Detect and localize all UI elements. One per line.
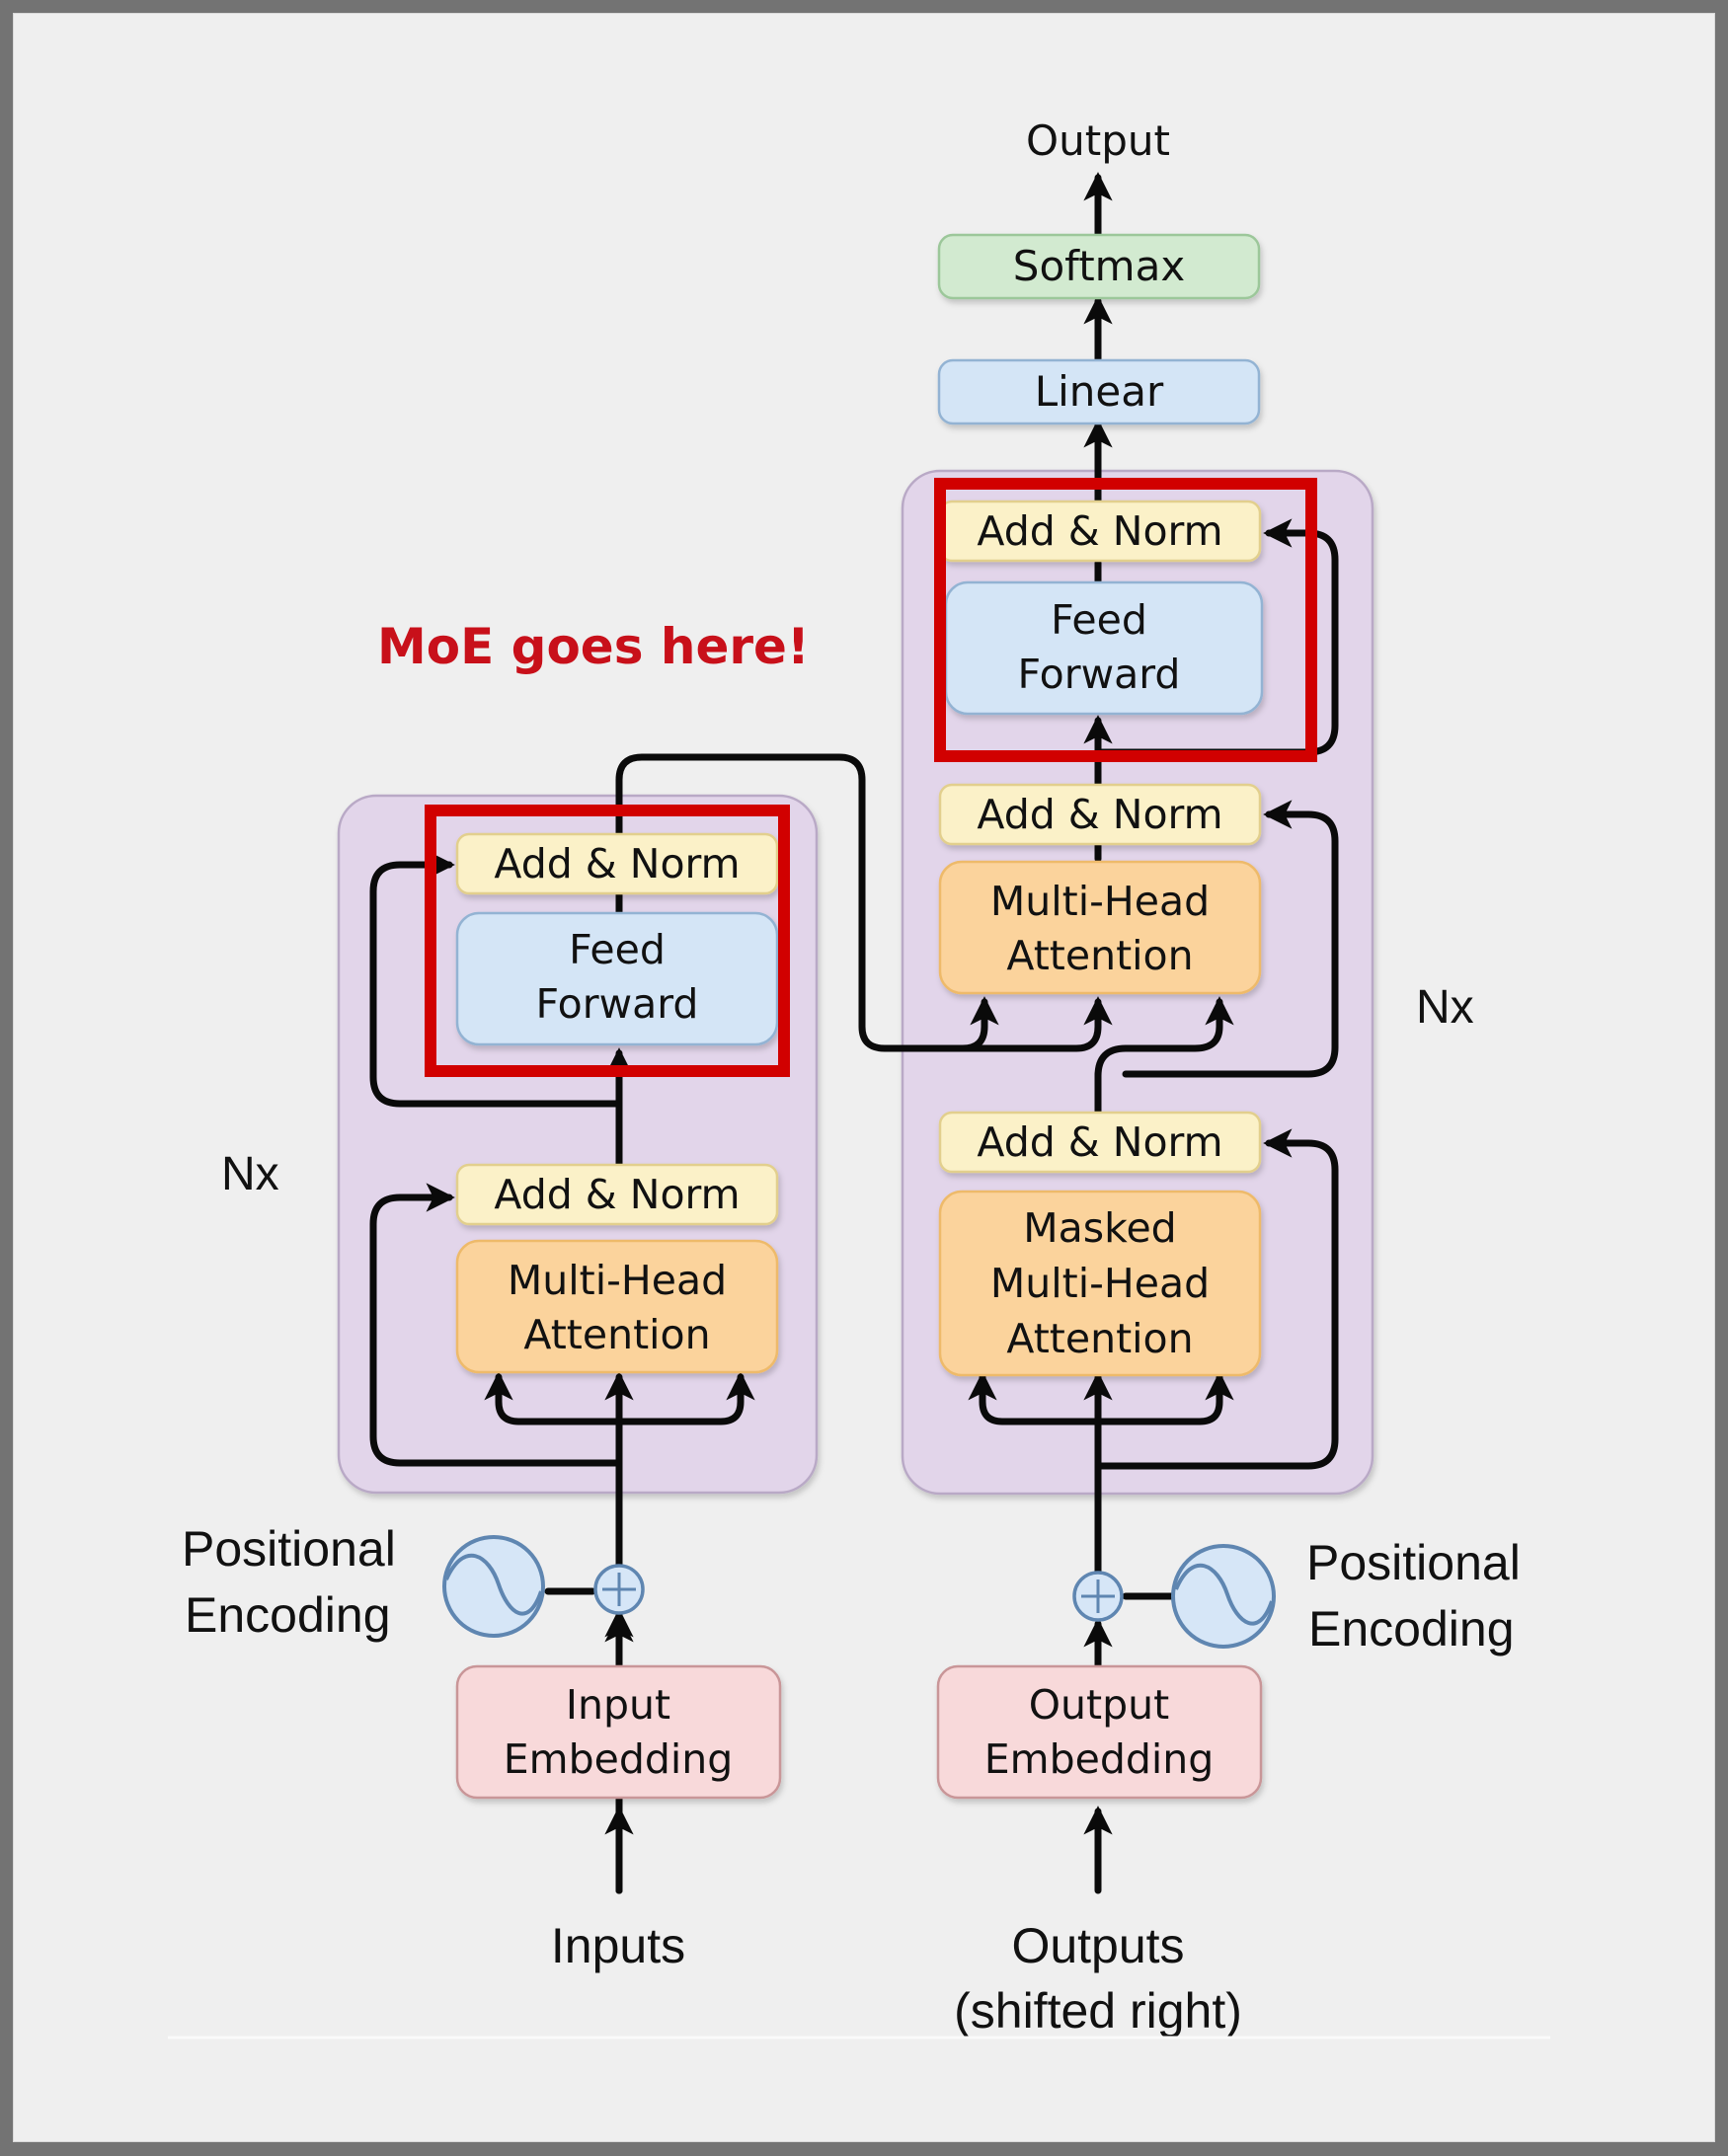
encoder-residual-2 xyxy=(369,850,623,1108)
encoder-moe-highlight-box xyxy=(425,805,790,1077)
svg-text:Embedding: Embedding xyxy=(984,1735,1215,1783)
svg-text:Output: Output xyxy=(1029,1681,1169,1729)
svg-text:Multi-Head: Multi-Head xyxy=(508,1257,727,1304)
svg-text:Add & Norm: Add & Norm xyxy=(977,507,1222,555)
decoder-masked-branch-left xyxy=(968,1371,1102,1425)
svg-text:Attention: Attention xyxy=(1006,1315,1193,1362)
svg-text:Embedding: Embedding xyxy=(504,1735,734,1783)
outputs-label-line1: Outputs xyxy=(1011,1918,1184,1973)
svg-text:Add & Norm: Add & Norm xyxy=(977,1118,1222,1166)
encoder-to-decoder-wire-2 xyxy=(959,996,1113,1052)
decoder-add-icon xyxy=(1072,1571,1124,1622)
encoder-multi-head-attention: Multi-Head Attention xyxy=(455,1239,779,1374)
decoder-add-norm-bottom: Add & Norm xyxy=(938,1111,1262,1174)
decoder-residual-1 xyxy=(1094,1128,1339,1470)
moe-annotation: MoE goes here! xyxy=(377,618,810,675)
svg-text:Attention: Attention xyxy=(1006,932,1193,979)
input-embedding-block: Input Embedding xyxy=(455,1664,782,1800)
decoder-repeat-label: Nx xyxy=(1416,981,1474,1034)
svg-text:Softmax: Softmax xyxy=(1013,242,1185,290)
svg-text:Feed: Feed xyxy=(569,926,666,973)
decoder-residual-2 xyxy=(1094,814,1339,1080)
encoder-repeat-label: Nx xyxy=(221,1148,279,1200)
svg-text:Attention: Attention xyxy=(523,1311,710,1358)
svg-text:Input: Input xyxy=(566,1681,670,1729)
output-label: Output xyxy=(1026,116,1170,165)
linear-block: Linear xyxy=(937,358,1261,425)
encoder-add-icon xyxy=(593,1564,645,1615)
svg-text:Masked: Masked xyxy=(1023,1204,1176,1252)
svg-text:Add & Norm: Add & Norm xyxy=(977,791,1222,838)
encoder-positional-encoding-label-line1: Positional xyxy=(182,1521,396,1577)
encoder-attn-branch-right xyxy=(615,1371,755,1425)
svg-text:Add & Norm: Add & Norm xyxy=(494,1171,740,1218)
decoder-add-norm-mid: Add & Norm xyxy=(938,783,1262,846)
svg-text:Forward: Forward xyxy=(1018,651,1181,698)
decoder-wire-norm-to-attn xyxy=(1094,996,1234,1124)
encoder-add-norm-bottom: Add & Norm xyxy=(455,1163,779,1226)
encoder-attn-branch-left xyxy=(484,1371,623,1425)
decoder-positional-encoding-label-line2: Encoding xyxy=(1308,1601,1515,1656)
decoder-multi-head-attention: Multi-Head Attention xyxy=(938,860,1262,995)
svg-text:Linear: Linear xyxy=(1035,367,1164,416)
svg-text:Forward: Forward xyxy=(536,980,699,1028)
svg-text:Feed: Feed xyxy=(1051,596,1147,644)
svg-text:Add & Norm: Add & Norm xyxy=(494,840,740,887)
encoder-feed-forward: Feed Forward xyxy=(455,911,779,1046)
decoder-positional-encoding-icon xyxy=(1171,1544,1276,1649)
svg-text:Multi-Head: Multi-Head xyxy=(990,878,1210,925)
decoder-positional-encoding-label-line1: Positional xyxy=(1306,1535,1521,1590)
encoder-positional-encoding-icon xyxy=(442,1535,545,1638)
svg-text:Multi-Head: Multi-Head xyxy=(990,1260,1210,1307)
decoder-masked-branch-right xyxy=(1094,1371,1234,1425)
encoder-positional-encoding-label-line2: Encoding xyxy=(185,1587,391,1643)
encoder-stack-container xyxy=(337,794,819,1495)
decoder-residual-3 xyxy=(1094,518,1339,756)
decoder-add-norm-top: Add & Norm xyxy=(938,500,1262,563)
decoder-masked-multi-head-attention: Masked Multi-Head Attention xyxy=(938,1190,1262,1377)
decoder-moe-highlight-box xyxy=(934,478,1317,762)
encoder-residual-1 xyxy=(369,1183,623,1467)
inputs-label: Inputs xyxy=(551,1918,685,1973)
encoder-add-norm-top: Add & Norm xyxy=(455,832,779,895)
decoder-feed-forward: Feed Forward xyxy=(944,580,1264,716)
output-embedding-block: Output Embedding xyxy=(936,1664,1263,1800)
outputs-label-line2: (shifted right) xyxy=(954,1983,1242,2039)
diagram-frame xyxy=(13,13,1715,2142)
softmax-block: Softmax xyxy=(937,233,1261,300)
